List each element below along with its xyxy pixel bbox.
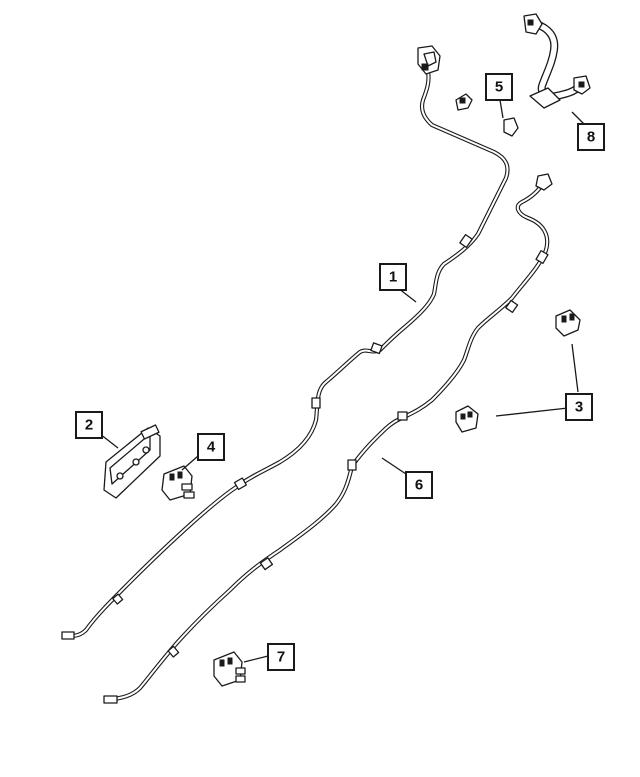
callout-8[interactable]: 8 bbox=[577, 123, 605, 151]
callout-1[interactable]: 1 bbox=[379, 263, 407, 291]
part-3-clips[interactable] bbox=[455, 309, 581, 433]
part-7-clip[interactable] bbox=[213, 651, 269, 687]
callout-5[interactable]: 5 bbox=[485, 73, 513, 101]
callout-5-label: 5 bbox=[495, 79, 503, 96]
part-1-fuel-tube[interactable] bbox=[61, 45, 510, 640]
leader-6 bbox=[381, 457, 407, 475]
callout-3[interactable]: 3 bbox=[565, 393, 593, 421]
part-4-clip[interactable] bbox=[161, 455, 199, 501]
callout-4[interactable]: 4 bbox=[197, 433, 225, 461]
callout-2-label: 2 bbox=[85, 417, 93, 434]
callout-8-label: 8 bbox=[587, 129, 595, 146]
callout-3-label: 3 bbox=[575, 399, 583, 416]
callout-6-label: 6 bbox=[415, 477, 423, 494]
callout-4-label: 4 bbox=[207, 439, 216, 456]
part-2-bracket[interactable] bbox=[99, 424, 161, 499]
part-6-fuel-tube[interactable] bbox=[103, 173, 553, 704]
part-8-fuel-hose[interactable] bbox=[523, 13, 591, 109]
callout-7-label: 7 bbox=[277, 649, 285, 666]
callout-7[interactable]: 7 bbox=[267, 643, 295, 671]
callout-6[interactable]: 6 bbox=[405, 471, 433, 499]
callout-2[interactable]: 2 bbox=[75, 411, 103, 439]
part-5-fitting[interactable] bbox=[455, 93, 519, 137]
callout-1-label: 1 bbox=[389, 269, 397, 286]
